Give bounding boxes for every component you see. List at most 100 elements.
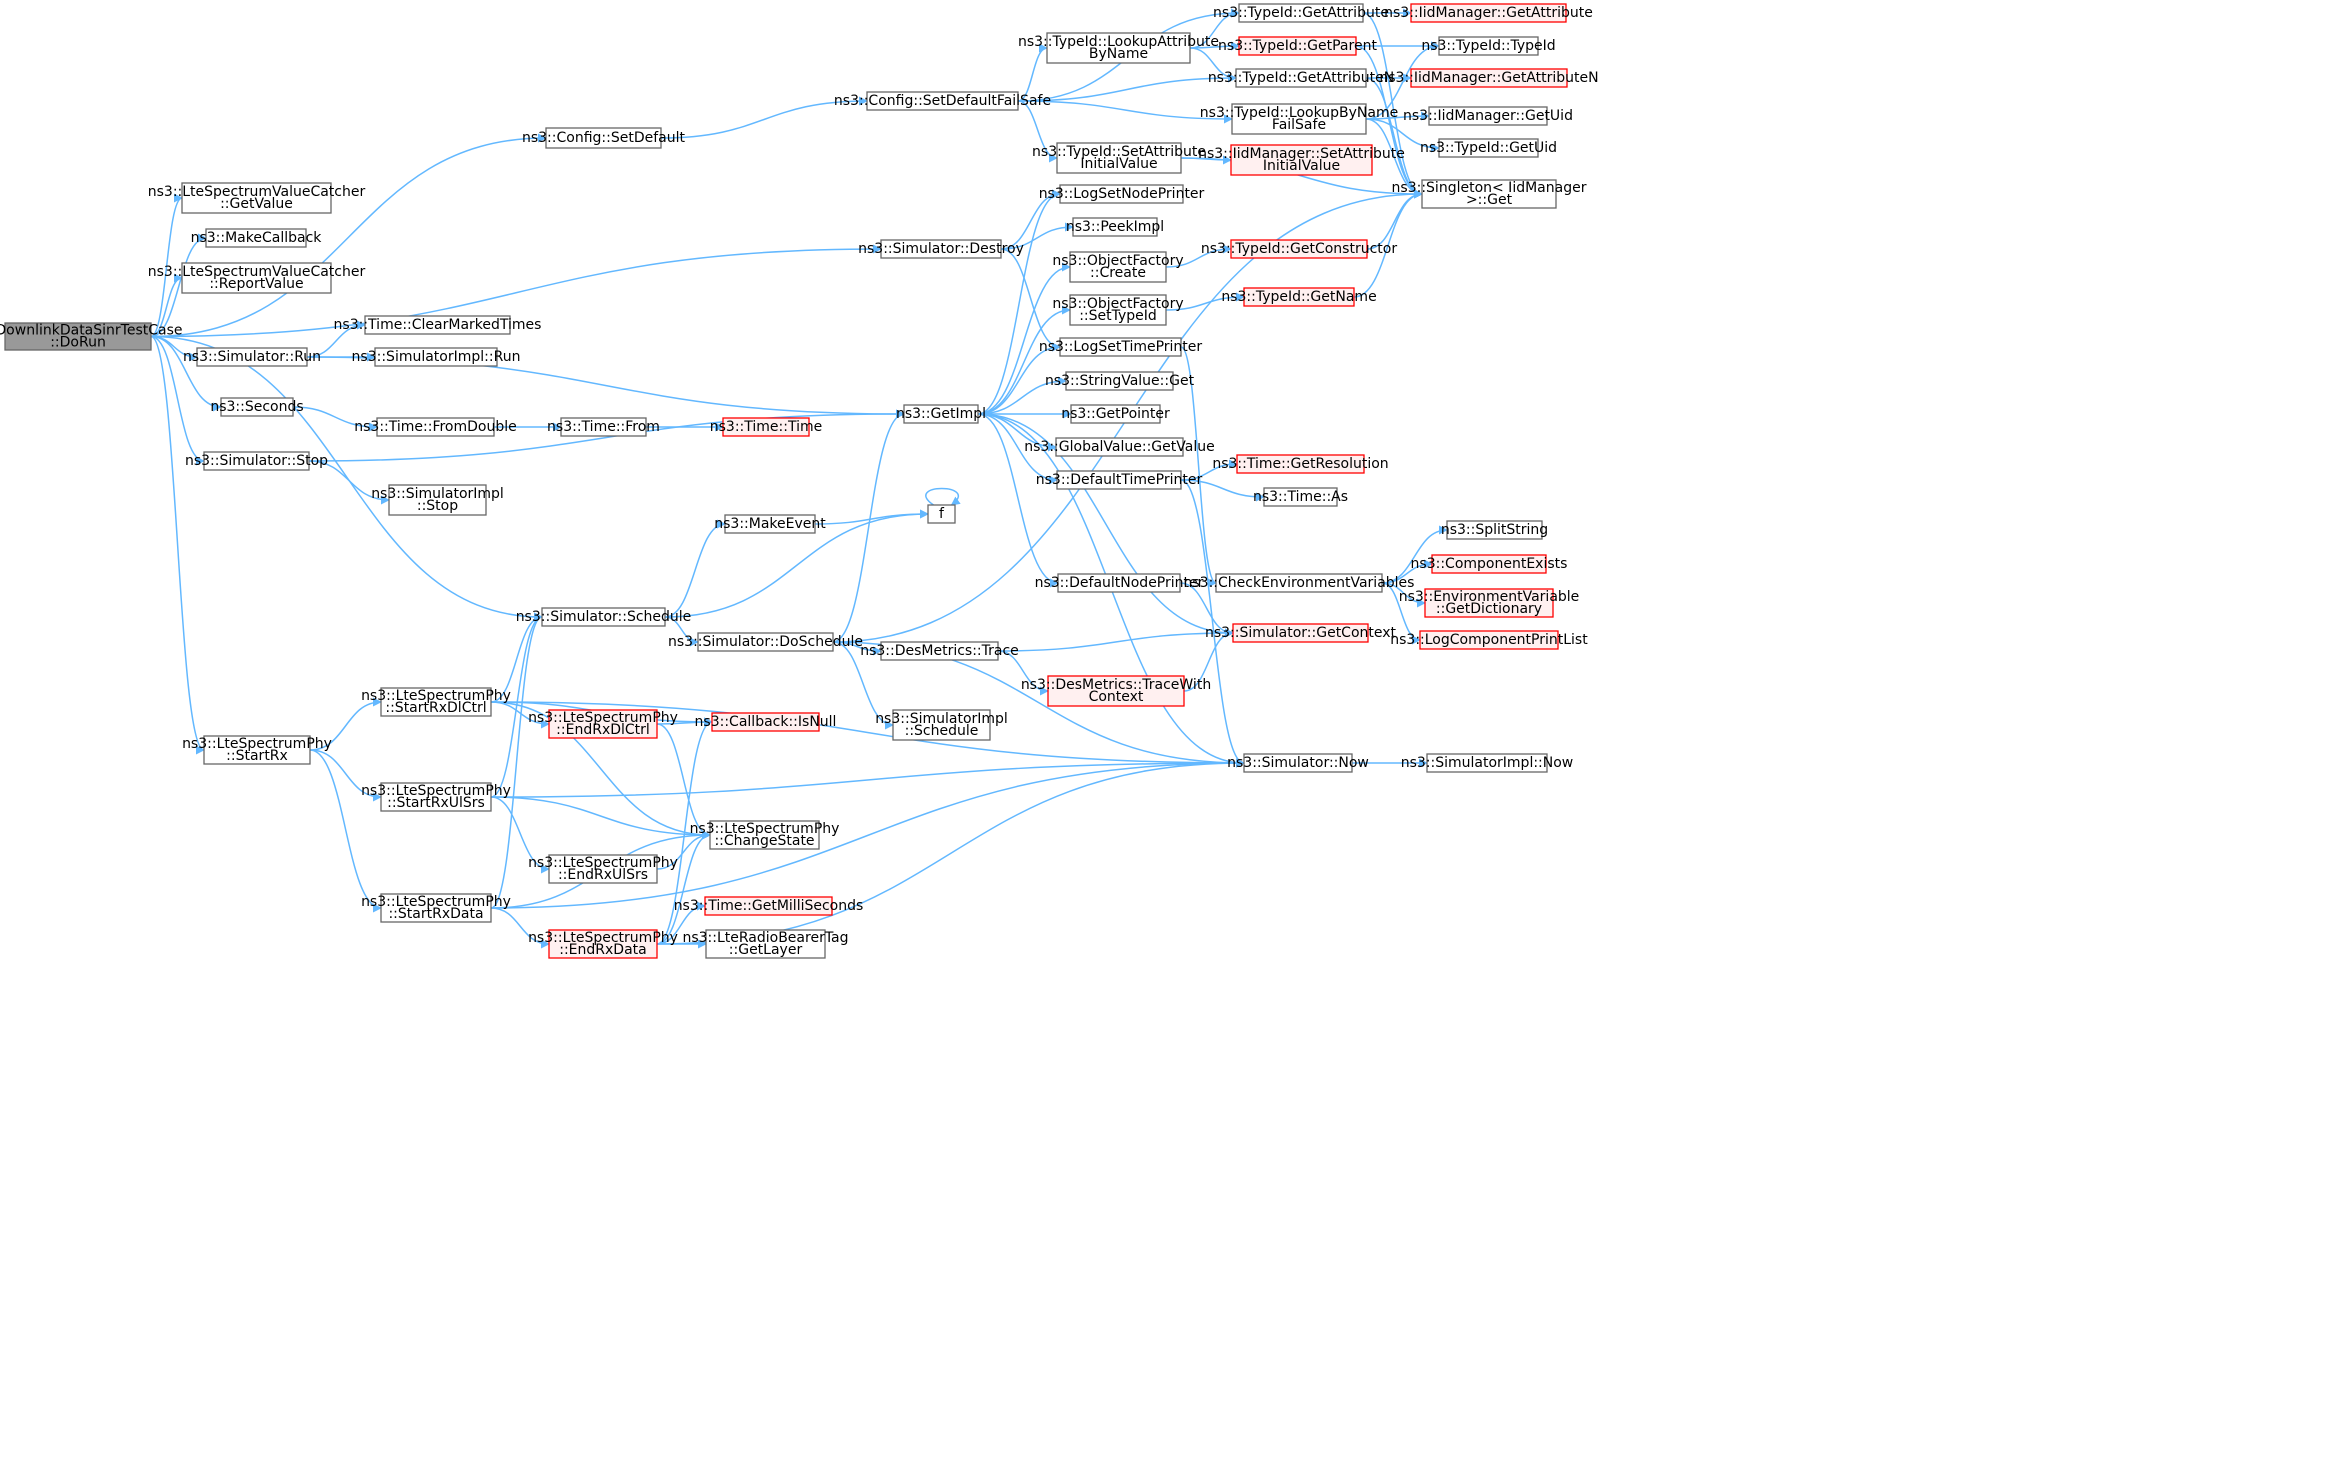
edge-root-to-lte-start-rx <box>150 335 205 755</box>
node-iid-get-attribute-n[interactable]: ns3::IidManager::GetAttributeN <box>1379 68 1599 88</box>
node-type-id-get-name[interactable]: ns3::TypeId::GetName <box>1221 287 1377 307</box>
node-lte-change-state[interactable]: ns3::LteSpectrumPhy::ChangeState <box>690 820 840 850</box>
node-f[interactable]: f <box>927 504 956 524</box>
node-iid-set-attr-init[interactable]: ns3::IidManager::SetAttributeInitialValu… <box>1198 144 1405 176</box>
node-time-clear-marked[interactable]: ns3::Time::ClearMarkedTimes <box>334 315 542 335</box>
node-box <box>1428 106 1548 126</box>
node-sim-stop[interactable]: ns3::Simulator::Stop <box>185 451 328 471</box>
node-type-id-get-parent[interactable]: ns3::TypeId::GetParent <box>1218 36 1377 56</box>
node-component-exists[interactable]: ns3::ComponentExists <box>1411 554 1568 574</box>
node-iid-get-attribute[interactable]: ns3::IidManager::GetAttribute <box>1384 3 1593 23</box>
edge-check-env-vars-to-component-exists <box>1381 559 1433 584</box>
node-lte-catcher-get[interactable]: ns3::LteSpectrumValueCatcher::GetValue <box>148 182 366 214</box>
node-obj-factory-create[interactable]: ns3::ObjectFactory::Create <box>1052 251 1184 283</box>
node-time-get-milli[interactable]: ns3::Time::GetMilliSeconds <box>674 896 864 916</box>
node-make-event[interactable]: ns3::MakeEvent <box>714 514 826 534</box>
node-label: ns3::TypeId::LookupByName <box>1200 105 1398 121</box>
node-seconds[interactable]: ns3::Seconds <box>210 397 304 417</box>
node-box <box>374 347 498 367</box>
node-default-node-printer[interactable]: ns3::DefaultNodePrinter <box>1035 573 1204 593</box>
node-label: FailSafe <box>1272 117 1326 133</box>
node-label: ns3::LteSpectrumPhy <box>528 930 678 946</box>
node-label: ns3::StringValue::Get <box>1045 373 1195 389</box>
node-config-set-default[interactable]: ns3::Config::SetDefault <box>522 127 686 149</box>
node-log-component-print-list[interactable]: ns3::LogComponentPrintList <box>1390 630 1588 650</box>
node-check-env-vars[interactable]: ns3::CheckEnvironmentVariables <box>1184 573 1415 593</box>
node-box <box>545 127 662 149</box>
node-box <box>388 484 487 516</box>
node-sim-do-schedule[interactable]: ns3::Simulator::DoSchedule <box>668 632 863 652</box>
node-label: ns3::ObjectFactory <box>1052 253 1183 269</box>
node-sim-get-context[interactable]: ns3::Simulator::GetContext <box>1205 623 1397 643</box>
node-lte-start-rx-data[interactable]: ns3::LteSpectrumPhy::StartRxData <box>361 893 511 923</box>
node-lte-start-rx-ul-srs[interactable]: ns3::LteSpectrumPhy::StartRxUlSrs <box>361 782 511 812</box>
node-lte-end-rx-ul-srs[interactable]: ns3::LteSpectrumPhy::EndRxUlSrs <box>528 854 678 884</box>
node-time-time[interactable]: ns3::Time::Time <box>710 417 822 437</box>
node-lte-catcher-report[interactable]: ns3::LteSpectrumValueCatcher::ReportValu… <box>148 262 366 294</box>
node-make-callback[interactable]: ns3::MakeCallback <box>191 228 323 248</box>
node-string-value-get[interactable]: ns3::StringValue::Get <box>1045 371 1195 391</box>
node-time-from[interactable]: ns3::Time::From <box>547 417 660 437</box>
node-lte-start-rx[interactable]: ns3::LteSpectrumPhy::StartRx <box>182 735 332 765</box>
node-sim-impl-stop[interactable]: ns3::SimulatorImpl::Stop <box>371 484 504 516</box>
node-callback-is-null[interactable]: ns3::Callback::IsNull <box>695 712 837 732</box>
node-singleton-get[interactable]: ns3::Singleton< IidManager >::Get <box>1392 179 1587 209</box>
edge-default-time-printer-to-sim-now <box>1180 479 1245 768</box>
node-sim-impl-now[interactable]: ns3::SimulatorImpl::Now <box>1401 753 1574 773</box>
node-box <box>181 182 332 214</box>
node-type-id-get-constructor[interactable]: ns3::TypeId::GetConstructor <box>1201 239 1397 259</box>
node-lte-end-rx-data[interactable]: ns3::LteSpectrumPhy::EndRxData <box>528 929 678 959</box>
edge-type-id-lookup-attr-to-type-id-get-attribute <box>1189 8 1240 49</box>
node-time-as[interactable]: ns3::Time::As <box>1253 487 1348 507</box>
node-config-set-default-fail-safe[interactable]: ns3::Config::SetDefaultFailSafe <box>834 91 1051 111</box>
edge-lte-end-rx-data-to-time-get-milli <box>656 901 706 945</box>
node-get-impl[interactable]: ns3::GetImpl <box>896 404 986 424</box>
node-box <box>697 632 834 652</box>
node-des-metrics-trace[interactable]: ns3::DesMetrics::Trace <box>860 641 1019 661</box>
node-lte-radio-bearer-tag[interactable]: ns3::LteRadioBearerTag::GetLayer <box>682 929 849 959</box>
node-iid-get-uid[interactable]: ns3::IidManager::GetUid <box>1403 106 1573 126</box>
node-time-get-resolution[interactable]: ns3::Time::GetResolution <box>1212 454 1389 474</box>
node-split-string[interactable]: ns3::SplitString <box>1441 520 1548 540</box>
node-obj-factory-set-type-id[interactable]: ns3::ObjectFactory::SetTypeId <box>1052 294 1184 326</box>
node-log-set-node-printer[interactable]: ns3::LogSetNodePrinter <box>1039 184 1205 204</box>
edge-lte-start-rx-data-to-sim-schedule <box>490 612 543 909</box>
node-log-set-time-printer[interactable]: ns3::LogSetTimePrinter <box>1039 337 1203 357</box>
node-lte-end-rx-dl-ctrl[interactable]: ns3::LteSpectrumPhy::EndRxDlCtrl <box>528 709 678 739</box>
node-type-id-type-id[interactable]: ns3::TypeId::TypeId <box>1421 36 1556 56</box>
node-sim-run[interactable]: ns3::Simulator::Run <box>183 347 321 367</box>
node-label: ns3::Simulator::GetContext <box>1205 625 1397 641</box>
node-box <box>1231 103 1367 135</box>
node-default-time-printer[interactable]: ns3::DefaultTimePrinter <box>1036 470 1203 490</box>
node-type-id-get-attribute[interactable]: ns3::TypeId::GetAttribute <box>1213 3 1389 23</box>
node-lte-start-rx-dl-ctrl[interactable]: ns3::LteSpectrumPhy::StartRxDlCtrl <box>361 687 511 717</box>
node-label: ::EndRxDlCtrl <box>556 722 650 738</box>
node-label: ns3::GetImpl <box>896 406 986 422</box>
node-box <box>1047 675 1185 707</box>
node-peek-impl[interactable]: ns3::PeekImpl <box>1066 217 1164 237</box>
node-sim-impl-schedule[interactable]: ns3::SimulatorImpl::Schedule <box>875 709 1008 741</box>
node-time-from-double[interactable]: ns3::Time::FromDouble <box>354 417 517 437</box>
node-box <box>1059 184 1184 204</box>
node-sim-impl-run[interactable]: ns3::SimulatorImpl::Run <box>352 347 521 367</box>
node-box <box>376 417 495 437</box>
node-sim-now[interactable]: ns3::Simulator::Now <box>1227 753 1369 773</box>
edge-lte-start-rx-to-lte-start-rx-ul-srs <box>309 749 382 802</box>
node-sim-schedule[interactable]: ns3::Simulator::Schedule <box>516 607 692 627</box>
node-type-id-get-attribute-n[interactable]: ns3::TypeId::GetAttributeN <box>1208 68 1394 88</box>
node-global-value-get-value[interactable]: ns3::GlobalValue::GetValue <box>1024 437 1215 457</box>
node-label: ns3::DefaultNodePrinter <box>1035 575 1204 591</box>
edge-config-set-default-to-config-set-default-fail-safe <box>660 96 868 139</box>
node-label: ns3::MakeCallback <box>191 230 323 246</box>
node-sim-destroy[interactable]: ns3::Simulator::Destroy <box>858 239 1024 259</box>
node-label: ::ReportValue <box>209 276 303 292</box>
node-root[interactable]: LteDownlinkDataSinrTestCase::DoRun <box>0 322 183 351</box>
node-get-pointer[interactable]: ns3::GetPointer <box>1061 404 1170 424</box>
node-type-id-get-uid[interactable]: ns3::TypeId::GetUid <box>1420 138 1557 158</box>
edge-sim-do-schedule-to-sim-impl-schedule <box>832 641 894 730</box>
node-env-var-get-dict[interactable]: ns3::EnvironmentVariable::GetDictionary <box>1399 588 1580 618</box>
